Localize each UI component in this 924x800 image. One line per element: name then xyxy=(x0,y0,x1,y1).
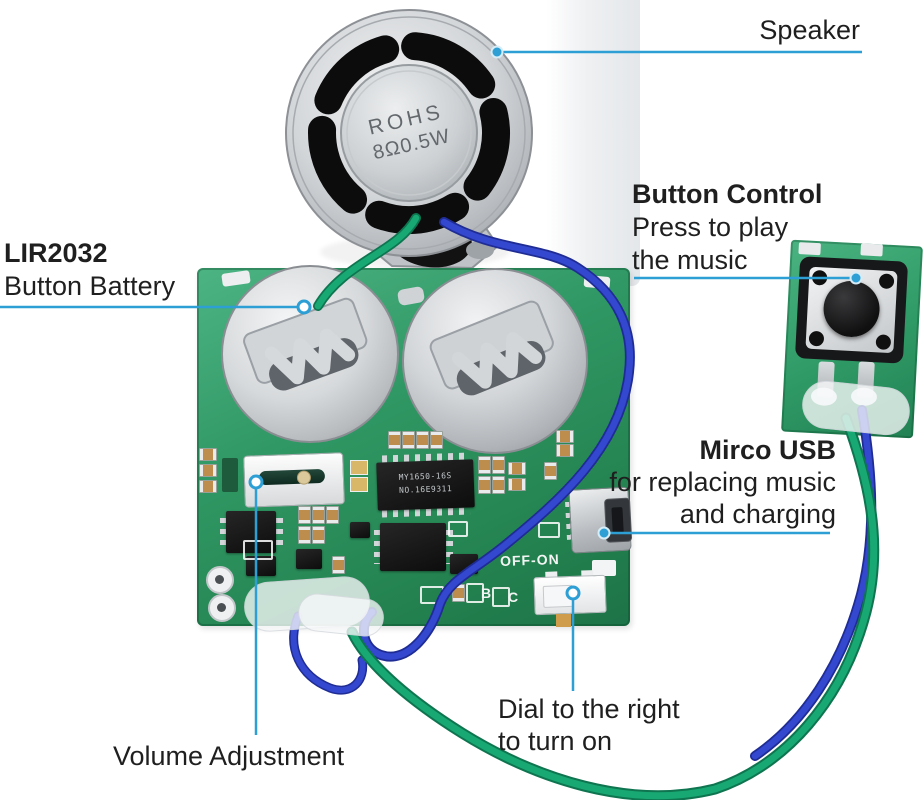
micro-usb-label-line1: for replacing music xyxy=(609,467,836,497)
main-ic-chip: MY1650-16S NO.16E9311 xyxy=(376,459,475,511)
mounting-hole xyxy=(206,566,234,594)
silkscreen-outline xyxy=(243,540,273,560)
smd-component xyxy=(492,476,505,494)
power-slide-switch xyxy=(533,570,607,616)
smd-component xyxy=(298,506,311,524)
card-edge-background xyxy=(546,0,640,286)
battery-holder-right xyxy=(402,268,588,454)
solder-pad xyxy=(860,243,883,257)
switch-body xyxy=(533,574,607,616)
smd-component xyxy=(332,556,345,574)
smd-component xyxy=(478,456,491,474)
smd-component xyxy=(312,526,325,544)
mounting-hole xyxy=(208,594,236,622)
battery-label-title: LIR2032 xyxy=(4,238,108,268)
solder-pad xyxy=(798,242,821,256)
battery-label-subtitle: Button Battery xyxy=(4,271,176,301)
micro-usb-label-title: Mirco USB xyxy=(699,435,836,465)
speaker-center-cap xyxy=(340,64,478,202)
slider-pad-gold xyxy=(350,477,368,492)
smd-component xyxy=(508,478,526,491)
smd-component xyxy=(430,431,443,449)
sot23-transistor xyxy=(296,549,322,569)
ic-pins xyxy=(220,518,227,548)
volume-slider xyxy=(243,452,345,508)
switch-label-line2: to turn on xyxy=(498,726,613,756)
sot23-transistor xyxy=(246,556,276,576)
smd-component xyxy=(326,506,339,524)
button-control-label-line1: Press to play xyxy=(632,212,789,242)
silkscreen-outline xyxy=(448,521,468,537)
solder-pad xyxy=(592,560,616,576)
smd-component xyxy=(312,506,325,524)
smd-component xyxy=(199,480,217,493)
slider-pad-gold xyxy=(350,460,368,475)
smd-component xyxy=(199,464,217,477)
volume-label: Volume Adjustment xyxy=(113,741,345,771)
smd-component xyxy=(452,584,465,602)
silkscreen-outline xyxy=(420,586,444,604)
smd-component xyxy=(402,431,415,449)
smd-component xyxy=(478,476,491,494)
solder-pad-gold xyxy=(556,614,571,627)
speaker-label: Speaker xyxy=(759,15,860,45)
main-ic-marking-line1: MY1650-16S xyxy=(398,471,452,482)
slider-pad xyxy=(222,458,238,492)
smd-component xyxy=(508,462,526,475)
smd-component xyxy=(298,526,311,544)
switch-label-line1: Dial to the right xyxy=(498,694,680,724)
push-button-housing xyxy=(794,256,909,364)
smd-component xyxy=(416,431,429,449)
sot23-transistor xyxy=(450,554,478,574)
soic-chip xyxy=(380,523,446,571)
smd-component xyxy=(199,448,217,461)
button-control-label-line2: the music xyxy=(632,245,748,275)
speaker: ROHS 8Ω0.5W xyxy=(285,9,533,257)
silkscreen-b: B xyxy=(481,585,493,601)
micro-usb-label-line2: and charging xyxy=(679,499,836,529)
slider-slot xyxy=(258,468,326,486)
sot23-transistor xyxy=(350,522,370,538)
ic-pins xyxy=(276,518,283,548)
main-ic-marking-line2: NO.16E9311 xyxy=(398,484,453,495)
soic-chip xyxy=(226,511,276,553)
silkscreen-c: C xyxy=(508,589,520,605)
button-control-label-title: Button Control xyxy=(632,179,823,209)
smd-component xyxy=(492,456,505,474)
smd-component xyxy=(388,431,401,449)
speaker-cap-ring xyxy=(346,70,472,196)
silkscreen-off-on: OFF-ON xyxy=(499,550,560,570)
battery-holder-left xyxy=(221,265,399,443)
switch-knob xyxy=(542,584,574,608)
